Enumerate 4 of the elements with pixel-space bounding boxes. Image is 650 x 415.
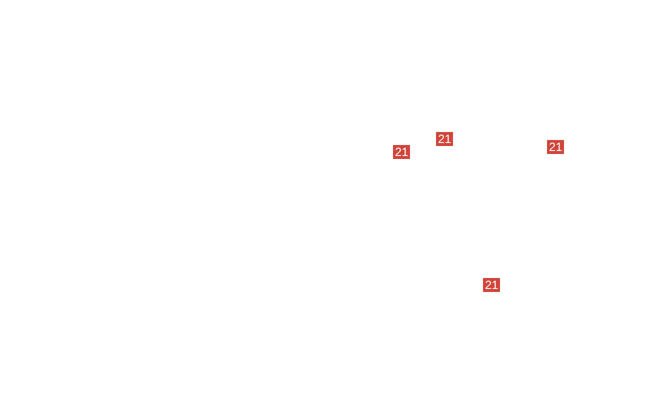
callout-number: 21 (547, 140, 564, 154)
callout-number: 21 (483, 278, 500, 292)
callout-number: 21 (393, 145, 410, 159)
callout-number: 21 (436, 132, 454, 146)
